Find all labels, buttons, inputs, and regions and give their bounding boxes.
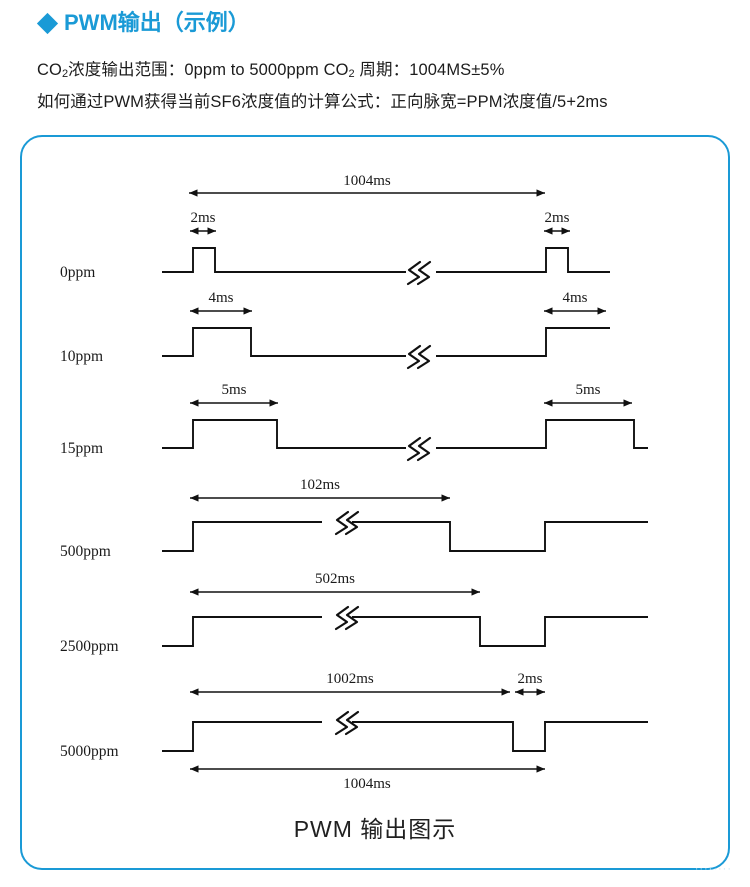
page-title: PWM输出（示例） bbox=[64, 10, 250, 35]
section-title-row: PWM输出（示例） bbox=[36, 10, 250, 35]
diagram-caption: PWM 输出图示 bbox=[293, 816, 457, 842]
watermark-text: ········ bbox=[694, 863, 732, 875]
spec-1-part-b: 浓度输出范围：0ppm to 5000ppm CO bbox=[68, 61, 349, 79]
spec-line-1: CO2浓度输出范围：0ppm to 5000ppm CO2 周期：1004MS±… bbox=[37, 56, 504, 80]
spec-1-part-a: CO bbox=[37, 61, 62, 79]
spec-line-2: 如何通过PWM获得当前SF6浓度值的计算公式：正向脉宽=PPM浓度值/5+2ms bbox=[37, 93, 608, 111]
spec-1-subscript-2: 2 bbox=[348, 68, 355, 80]
diagram-panel bbox=[20, 135, 730, 870]
diamond-icon bbox=[36, 12, 59, 34]
spec-1-subscript-1: 2 bbox=[61, 68, 69, 80]
spec-1-part-c: 周期：1004MS±5% bbox=[354, 61, 505, 79]
